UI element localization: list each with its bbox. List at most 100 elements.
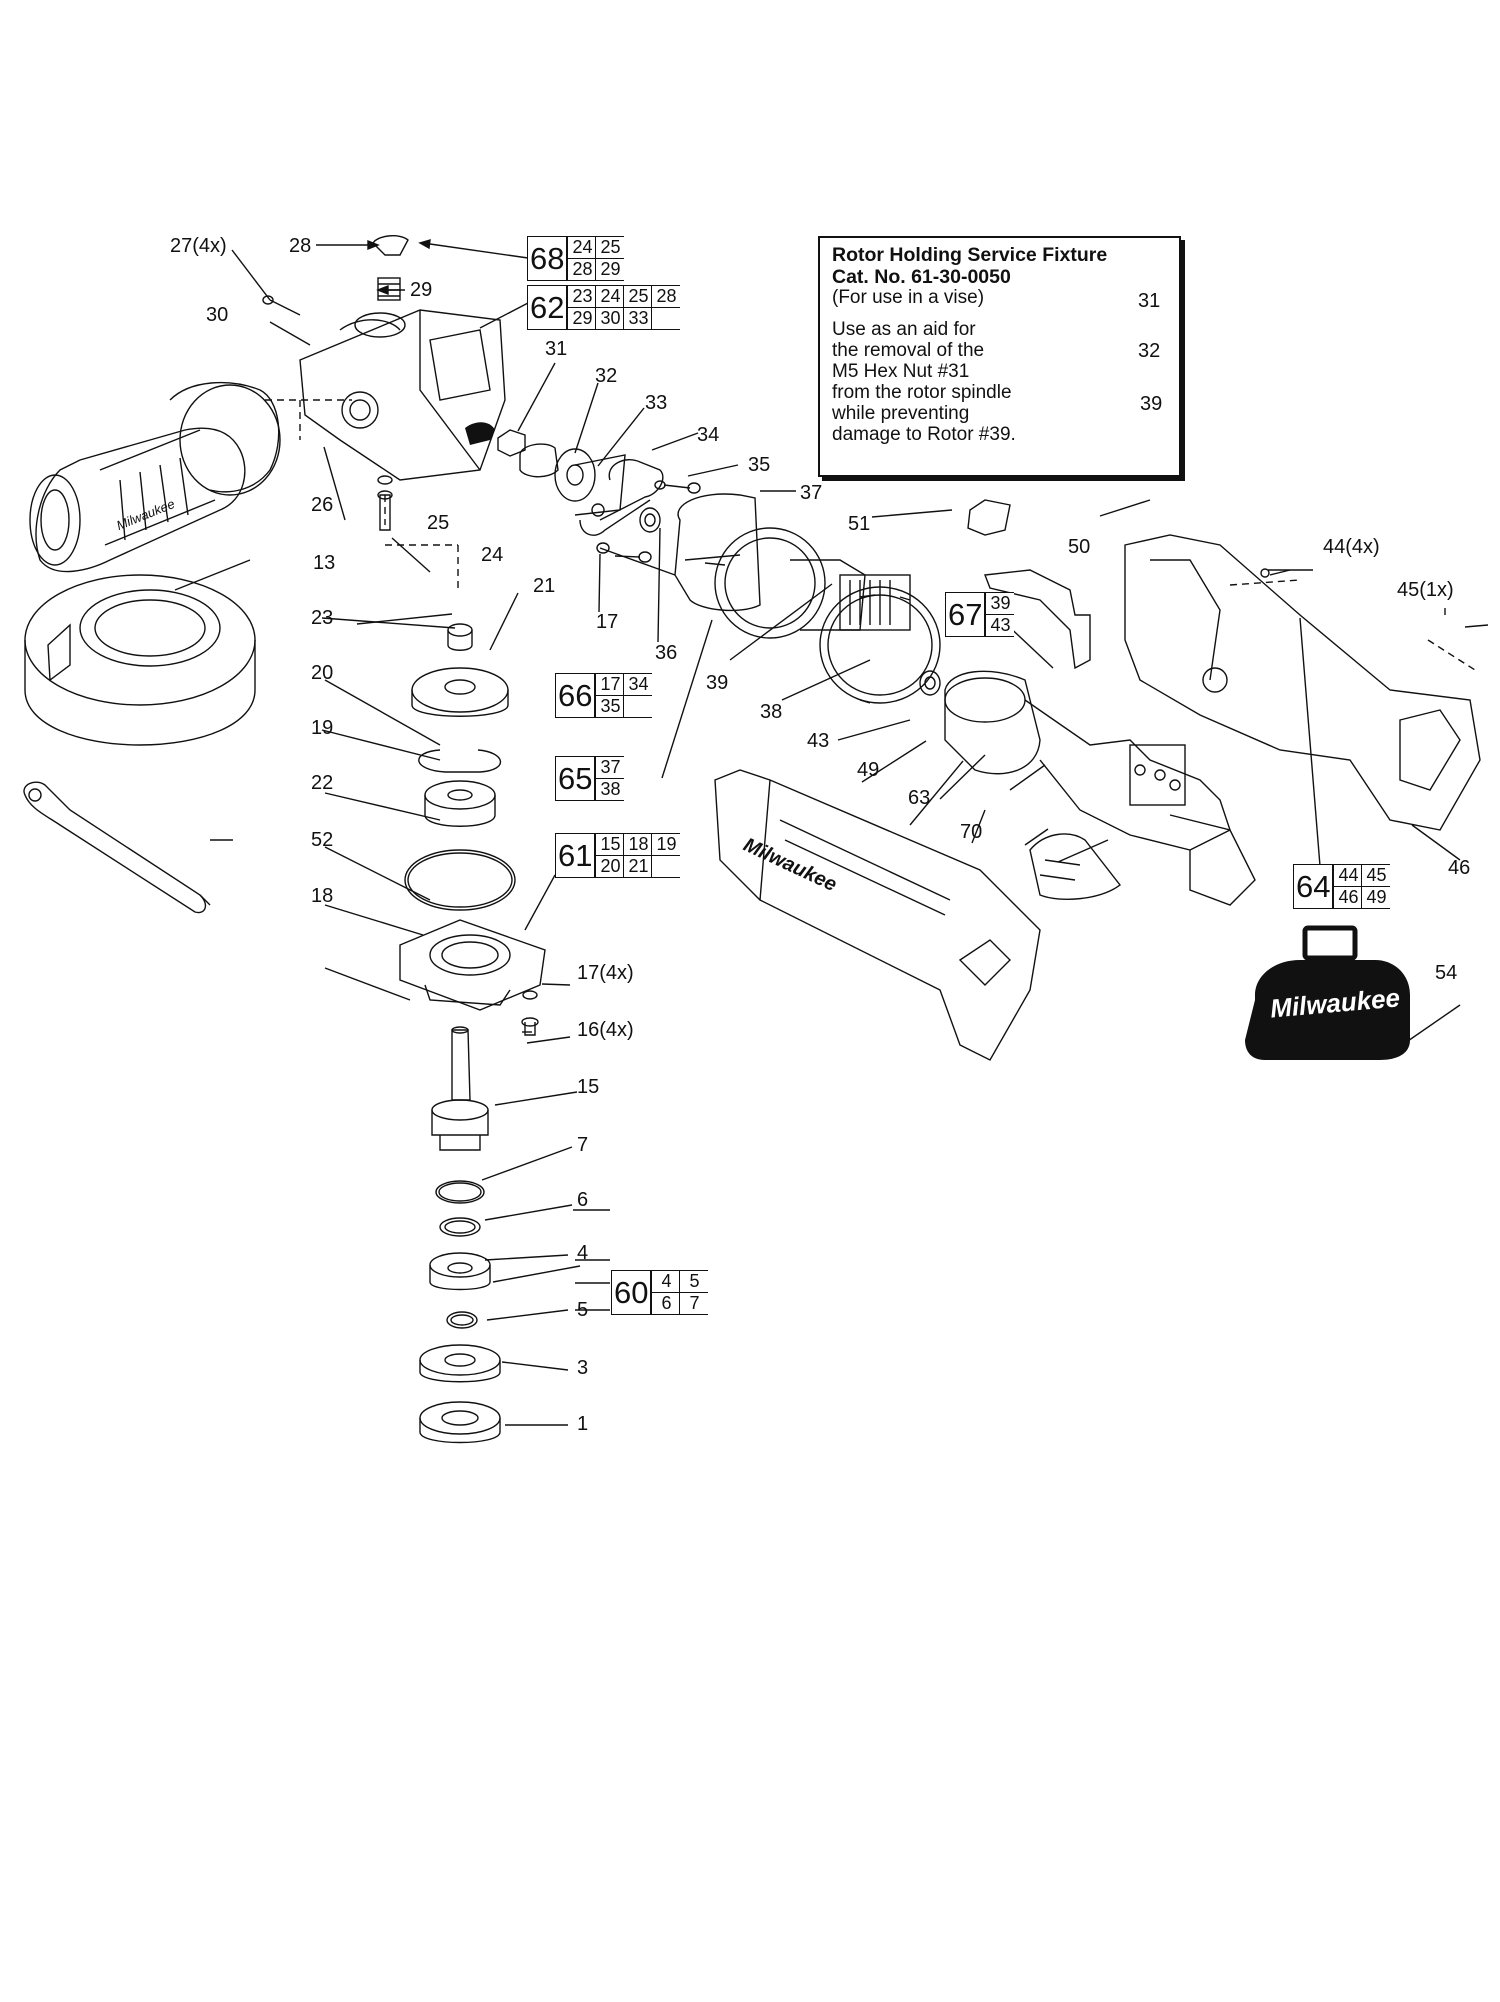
fixture-usage-note: (For use in a vise): [832, 287, 985, 308]
o-ring-22-drawing: [404, 849, 516, 911]
part-label: 34: [697, 424, 720, 446]
kit-cell: 49: [1361, 887, 1391, 909]
fixture-callout-label: 31: [1138, 290, 1161, 312]
part-label: 23: [311, 607, 334, 629]
kit-cell: 39: [985, 593, 1015, 615]
part-label: 16(4x): [577, 1019, 634, 1041]
kit-cell: 18: [623, 834, 653, 856]
case-logo: Milwaukee: [1268, 982, 1402, 1024]
part-label: 37: [800, 482, 823, 504]
kit-table-66: 66 17 34 35: [555, 673, 653, 718]
rotor-drawing: [704, 527, 911, 639]
part-label: 35: [748, 454, 771, 476]
part-label: 18: [311, 885, 334, 907]
kit-cell: 35: [595, 696, 625, 718]
part-label: 38: [760, 701, 783, 723]
kit-cell: 19: [651, 834, 681, 856]
part-label: 15: [577, 1076, 600, 1098]
fixture-title-block: Rotor Holding Service Fixture Cat. No. 6…: [832, 244, 1107, 288]
kit-table-67: 67 39 43: [945, 592, 1015, 637]
part-label: 17(4x): [577, 962, 634, 984]
flange-stack-drawing: [419, 1180, 501, 1444]
kit-number: 68: [527, 236, 568, 281]
part-label: 28: [289, 235, 312, 257]
kit-cell: 20: [595, 856, 625, 878]
kit-table-68: 68 24 25 28 29: [527, 236, 625, 281]
kit-cell: 33: [623, 308, 653, 330]
part-label: 5: [577, 1299, 589, 1321]
fixture-callout-label: 32: [1138, 340, 1161, 362]
part-label: 70: [960, 821, 983, 843]
screw-27-drawing: [262, 295, 301, 316]
part-label: 33: [645, 392, 668, 414]
spindle-15-drawing: [431, 1026, 489, 1151]
fixture-desc-line: Use as an aid for: [832, 319, 976, 340]
kit-cell: 17: [595, 674, 625, 696]
housing-right-drawing: [1124, 534, 1489, 831]
kit-cell: 25: [595, 237, 625, 259]
pin-24-25-drawing: [377, 475, 393, 531]
part-label: 31: [545, 338, 568, 360]
kit-cell: 28: [651, 286, 681, 308]
switch-parts-drawing: [967, 499, 1091, 670]
part-label: 25: [427, 512, 450, 534]
part-label: 24: [481, 544, 504, 566]
kit-cell: [651, 308, 681, 330]
kit-cell: 29: [595, 259, 625, 281]
kit-cell: 46: [1333, 887, 1363, 909]
side-handle-drawing: [29, 381, 281, 573]
part-label: 13: [313, 552, 336, 574]
kit-table-61: 61 15 18 19 20 21: [555, 833, 681, 878]
part-label: 3: [577, 1357, 589, 1379]
part-label: 19: [311, 717, 334, 739]
kit-cell: 44: [1333, 865, 1363, 887]
fixture-desc-line: while preventing: [832, 403, 970, 424]
baffle-drawing: [819, 586, 941, 704]
switch-link-drawing: [1029, 833, 1121, 900]
washer-43-drawing: [919, 670, 941, 696]
bearing-plate-21-drawing: [411, 667, 509, 717]
case-handle: [1302, 925, 1358, 961]
part-label: 50: [1068, 536, 1091, 558]
leader-lines: [174, 239, 1461, 1426]
kit-cell: 45: [1361, 865, 1391, 887]
fan-housing-drawing: [674, 493, 761, 612]
kit-number: 62: [527, 285, 568, 330]
part-label: 52: [311, 829, 334, 851]
housing-left-drawing: [714, 769, 1041, 1061]
kit-cell: 15: [595, 834, 625, 856]
kit-cell: 30: [595, 308, 625, 330]
kit-cell: 28: [567, 259, 597, 281]
retaining-ring-20-drawing: [418, 749, 502, 773]
part-label: 54: [1435, 962, 1458, 984]
part-label: 49: [857, 759, 880, 781]
part-label: 29: [410, 279, 433, 301]
kit-cell: 38: [595, 779, 625, 801]
fixture-desc-line: M5 Hex Nut #31: [832, 361, 970, 382]
part-label: 39: [706, 672, 729, 694]
part-label: 4: [577, 1242, 589, 1264]
kit-number: 64: [1293, 864, 1334, 909]
kit-number: 61: [555, 833, 596, 878]
fixture-description: (For use in a vise) Use as an aid for th…: [832, 287, 1016, 445]
part-label: 17: [596, 611, 619, 633]
kit-cell: 34: [623, 674, 653, 696]
screws-16-17-drawing: [521, 990, 539, 1036]
part-label: 32: [595, 365, 618, 387]
kit-cell: [623, 696, 653, 718]
part-label: 63: [908, 787, 931, 809]
fixture-info-box: Rotor Holding Service Fixture Cat. No. 6…: [818, 236, 1181, 477]
bushing-23-drawing: [447, 623, 473, 651]
cover-18-drawing: [399, 919, 546, 1011]
part-label: 26: [311, 494, 334, 516]
kit-cell: 6: [651, 1293, 681, 1315]
part-label: 46: [1448, 857, 1471, 879]
fixture-catalog-number: Cat. No. 61-30-0050: [832, 266, 1011, 288]
kit-cell: [651, 856, 681, 878]
part-label: 1: [577, 1413, 589, 1435]
fixture-desc-line: the removal of the: [832, 340, 985, 361]
kit-cell: 5: [679, 1271, 709, 1293]
part-label: 7: [577, 1134, 589, 1156]
kit-cell: 23: [567, 286, 597, 308]
